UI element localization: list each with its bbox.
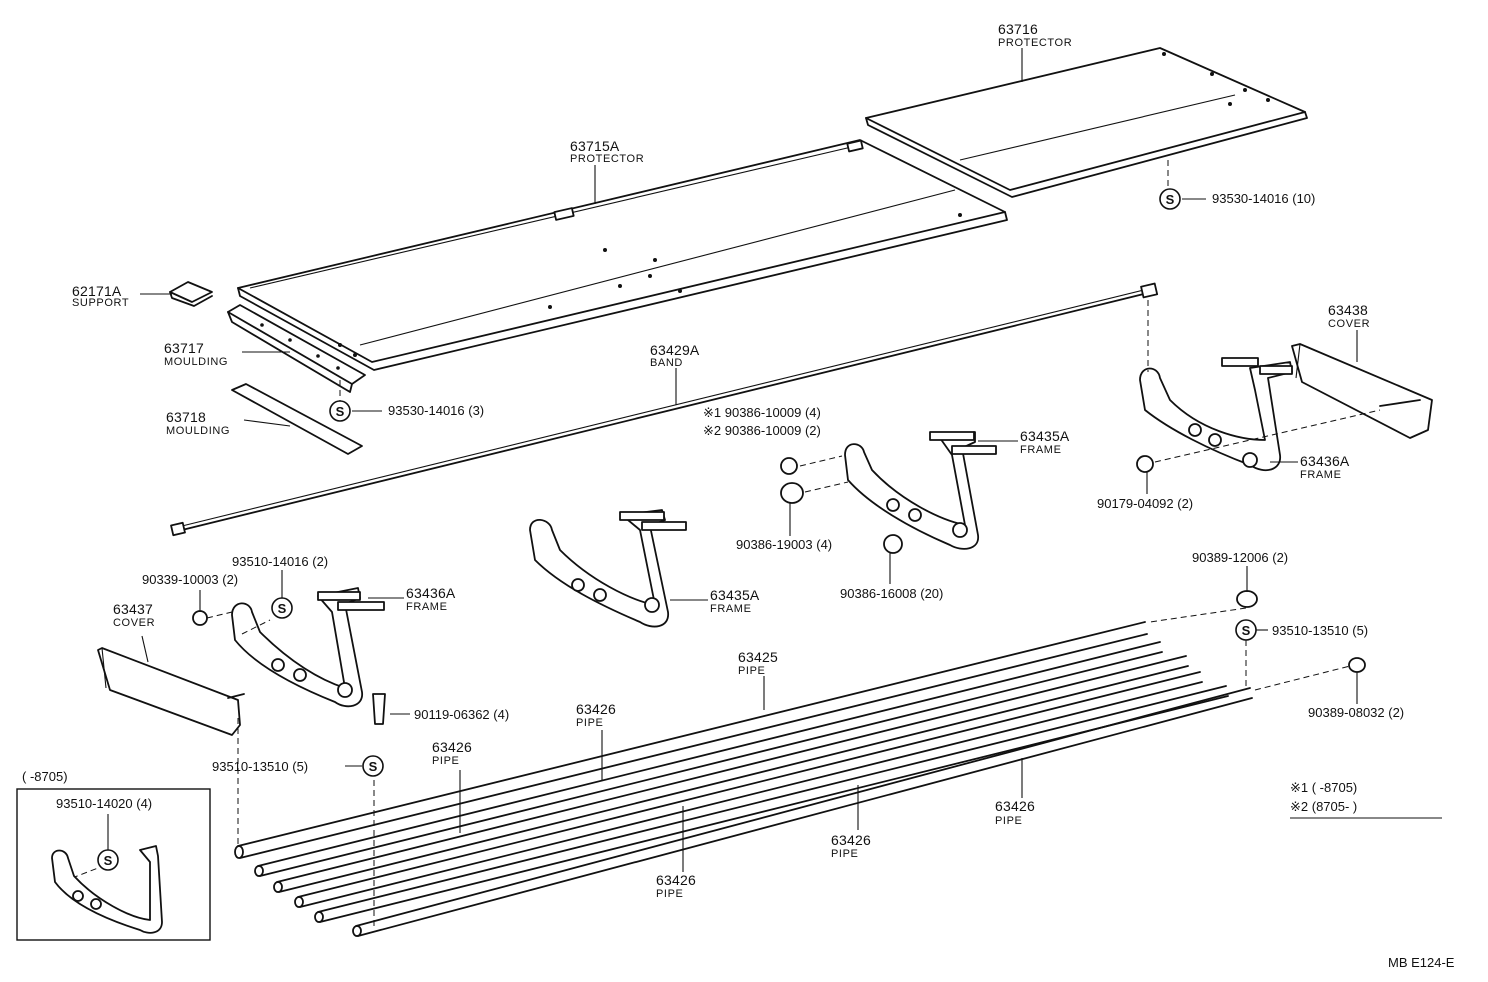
inset-title: ( -8705)	[22, 769, 68, 784]
diagram-code: MB E124-E	[1388, 955, 1455, 970]
label-63426-a-number: 63426	[576, 701, 616, 717]
frame-63436a-right-drawing	[1139, 357, 1293, 472]
svg-text:S: S	[278, 601, 287, 616]
label-90339-10003: 90339-10003 (2)	[142, 572, 238, 587]
pipe-1	[234, 621, 1148, 859]
label-63437-number: 63437	[113, 601, 153, 617]
label-90386-19003: 90386-19003 (4)	[736, 537, 832, 552]
s-symbol-frame-left: S	[271, 597, 293, 619]
label-93530-14016-10: 93530-14016 (10)	[1212, 191, 1315, 206]
label-63429a-name: BAND	[650, 357, 683, 369]
label-63426-e-number: 63426	[656, 872, 696, 888]
label-63426-e-name: PIPE	[656, 888, 683, 900]
svg-text:S: S	[336, 404, 345, 419]
label-63438-name: COVER	[1328, 318, 1370, 330]
label-63715a-name: PROTECTOR	[570, 153, 644, 165]
label-90389-08032: 90389-08032 (2)	[1308, 705, 1404, 720]
label-63718-number: 63718	[166, 409, 206, 425]
fastener-glyphs	[192, 455, 1366, 725]
label-63437-name: COVER	[113, 617, 155, 629]
label-63426-b-name: PIPE	[432, 755, 459, 767]
moulding-63717-drawing	[227, 304, 366, 393]
label-63717-name: MOULDING	[164, 356, 228, 368]
label-63435a-mid-name: FRAME	[710, 603, 752, 615]
s-symbol-pipe-right: S	[1235, 619, 1257, 641]
pipe-3	[273, 655, 1189, 893]
protector-63715a-drawing	[237, 139, 1008, 371]
legend-note1: ※1 ( -8705)	[1290, 780, 1357, 795]
label-93510-13510-left: 93510-13510 (5)	[212, 759, 308, 774]
svg-text:S: S	[1242, 623, 1251, 638]
support-62171a-drawing	[169, 281, 213, 307]
label-63426-d-number: 63426	[831, 832, 871, 848]
pipes-drawing	[234, 621, 1253, 937]
applicability-legend: ※1 ( -8705) ※2 (8705- )	[1290, 780, 1442, 819]
frame-63436a-left-drawing	[231, 587, 385, 708]
label-63718-name: MOULDING	[166, 425, 230, 437]
label-62171a-number: 62171A	[72, 283, 122, 299]
inset-box: ( -8705) 93510-14020 (4) S	[16, 769, 211, 941]
protector-63716-drawing	[865, 47, 1308, 198]
pipe-2	[254, 641, 1163, 877]
inset-part-label: 93510-14020 (4)	[56, 796, 152, 811]
svg-text:S: S	[104, 853, 113, 868]
label-63435a-mid-number: 63435A	[710, 587, 760, 603]
s-symbol-moulding: S	[329, 400, 351, 422]
leader-lines	[140, 48, 1358, 872]
assembly-lines	[206, 160, 1381, 926]
label-63715a-number: 63715A	[570, 138, 620, 154]
label-63426-c-number: 63426	[995, 798, 1035, 814]
label-90386-10009-note1: ※1 90386-10009 (4)	[703, 405, 821, 420]
s-symbol-pipe-left: S	[362, 755, 384, 777]
label-63425-name: PIPE	[738, 665, 765, 677]
frame-63435a-mid-drawing	[529, 509, 687, 628]
label-63716-name: PROTECTOR	[998, 37, 1072, 49]
label-63436a-left-number: 63436A	[406, 585, 456, 601]
label-63426-c-name: PIPE	[995, 815, 1022, 827]
label-93510-14016: 93510-14016 (2)	[232, 554, 328, 569]
label-63425-number: 63425	[738, 649, 778, 665]
label-63436a-left-name: FRAME	[406, 601, 448, 613]
label-63426-a-name: PIPE	[576, 717, 603, 729]
label-90386-16008: 90386-16008 (20)	[840, 586, 943, 601]
s-symbol-top-right: S	[1159, 188, 1181, 210]
label-63436a-right-name: FRAME	[1300, 469, 1342, 481]
label-93530-14016-3: 93530-14016 (3)	[388, 403, 484, 418]
label-63716-number: 63716	[998, 21, 1038, 37]
cover-63438-drawing	[1291, 343, 1433, 439]
label-63717-number: 63717	[164, 340, 204, 356]
label-63426-d-name: PIPE	[831, 848, 858, 860]
frame-63435a-right-drawing	[844, 431, 997, 550]
pipe-4	[294, 671, 1203, 908]
label-62171a-name: SUPPORT	[72, 297, 129, 309]
label-93510-13510-right: 93510-13510 (5)	[1272, 623, 1368, 638]
label-90389-12006: 90389-12006 (2)	[1192, 550, 1288, 565]
cover-63437-drawing	[97, 647, 245, 736]
svg-text:S: S	[1166, 192, 1175, 207]
label-63436a-right-number: 63436A	[1300, 453, 1350, 469]
label-63426-b-number: 63426	[432, 739, 472, 755]
label-63435a-right-name: FRAME	[1020, 444, 1062, 456]
band-63429a-drawing	[170, 282, 1159, 537]
label-90386-10009-note2: ※2 90386-10009 (2)	[703, 423, 821, 438]
pipe-6	[352, 687, 1253, 937]
label-90179-04092: 90179-04092 (2)	[1097, 496, 1193, 511]
moulding-63718-drawing	[231, 383, 363, 455]
label-63429a-number: 63429A	[650, 342, 700, 358]
svg-text:S: S	[369, 759, 378, 774]
legend-note2: ※2 (8705- )	[1290, 799, 1357, 814]
label-63438-number: 63438	[1328, 302, 1368, 318]
label-63435a-right-number: 63435A	[1020, 428, 1070, 444]
label-90119-06362: 90119-06362 (4)	[414, 707, 509, 722]
